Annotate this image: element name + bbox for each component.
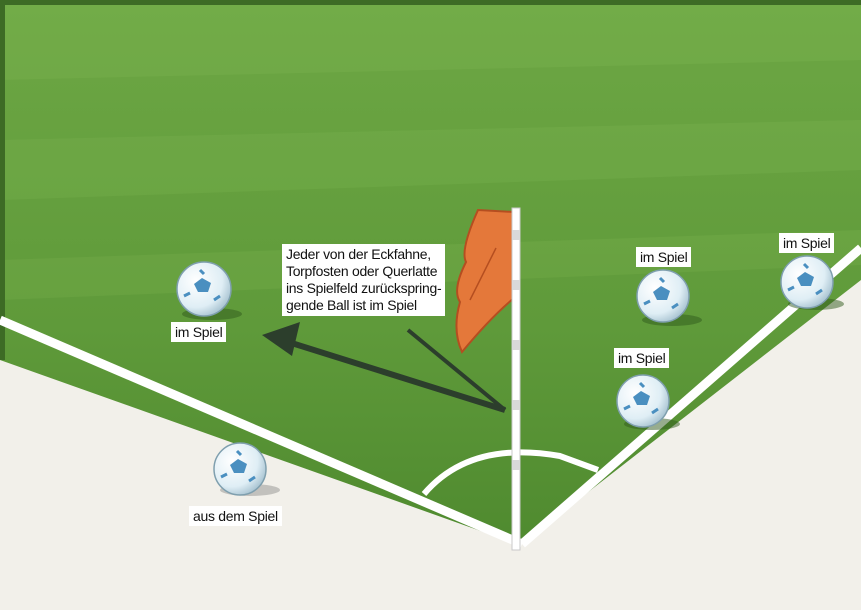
- ball-label-mid-lower: im Spiel: [614, 348, 669, 368]
- rule-caption: Jeder von der Eckfahne, Torpfosten oder …: [282, 244, 445, 316]
- ball-label-out: aus dem Spiel: [189, 506, 282, 526]
- ball-label-left: im Spiel: [171, 322, 226, 342]
- ball-label-mid-top: im Spiel: [636, 247, 691, 267]
- ball-label-top-right: im Spiel: [779, 233, 834, 253]
